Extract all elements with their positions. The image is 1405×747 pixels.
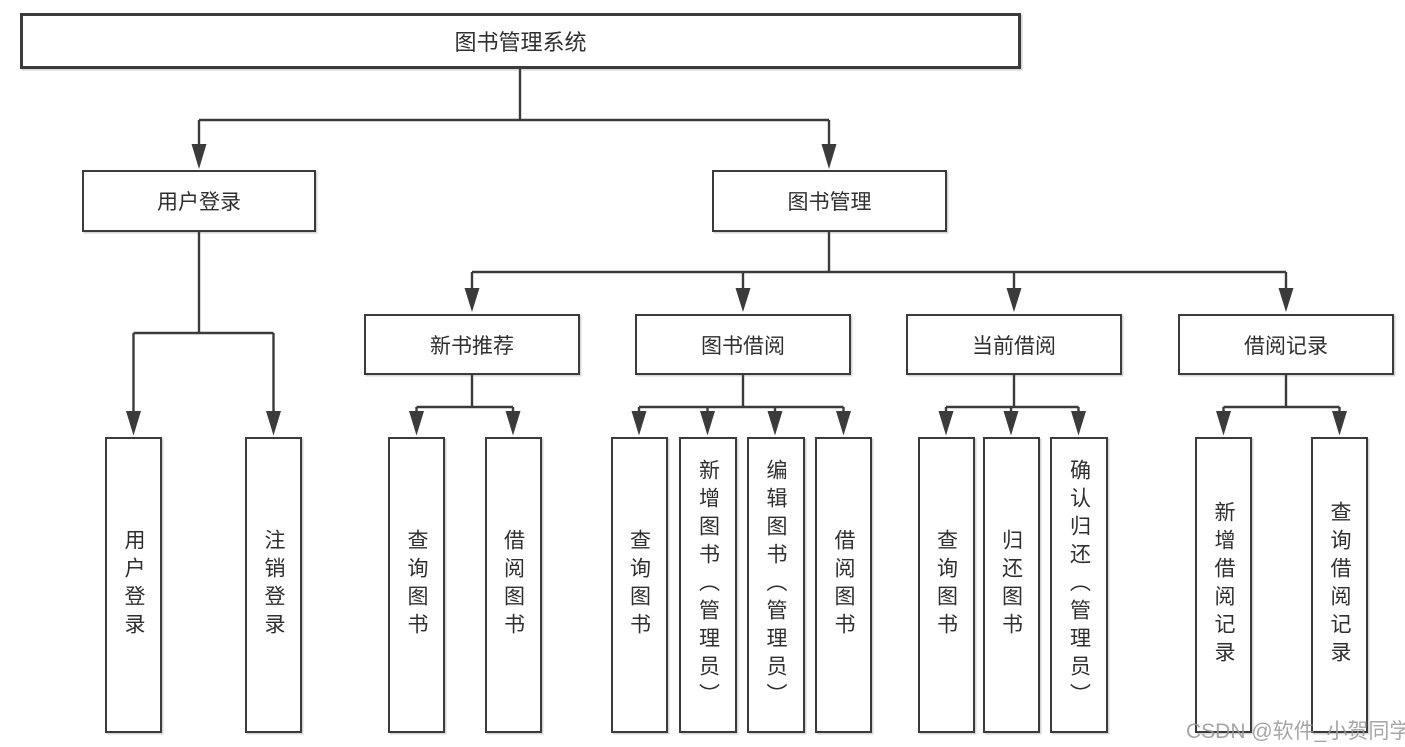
node-label: 用户登录 <box>157 191 241 214</box>
leaf-add-book-admin: 新增图书（管理员） <box>679 437 737 733</box>
watermark: CSDN @软件_小贺同学 <box>1186 720 1405 743</box>
leaf-query-books-borrowing: 查询图书 <box>610 437 668 733</box>
leaf-query-borrow-record: 查询借阅记录 <box>1311 437 1368 733</box>
node-borrowing-records: 借阅记录 <box>1178 314 1394 375</box>
connector-current-borrowing <box>944 375 1080 413</box>
node-label: 新增图书（管理员） <box>696 459 720 711</box>
node-library-management-system: 图书管理系统 <box>20 13 1021 69</box>
connector-book-management <box>470 232 1288 290</box>
node-label: 注销登录 <box>262 529 285 641</box>
connector-book-borrowing <box>637 375 845 413</box>
node-label: 新增借阅记录 <box>1212 501 1235 669</box>
leaf-query-books-current: 查询图书 <box>917 437 975 733</box>
node-label: 归还图书 <box>999 529 1023 641</box>
node-book-borrowing: 图书借阅 <box>635 314 851 375</box>
node-label: 查询图书 <box>405 529 428 641</box>
node-label: 查询图书 <box>934 529 958 641</box>
node-label: 借阅图书 <box>501 529 525 641</box>
connector-borrowing-records <box>1222 375 1341 413</box>
node-label: 确认归还（管理员） <box>1067 459 1091 711</box>
node-label: 用户登录 <box>122 529 145 641</box>
connector-user-login <box>132 232 275 412</box>
node-current-borrowing: 当前借阅 <box>906 314 1122 375</box>
leaf-confirm-return-admin: 确认归还（管理员） <box>1050 437 1108 733</box>
node-label: 图书管理 <box>787 191 872 214</box>
node-label: 新书推荐 <box>430 334 514 358</box>
node-book-management: 图书管理 <box>712 170 947 232</box>
node-label: 当前借阅 <box>972 334 1056 358</box>
leaf-query-books-recommend: 查询图书 <box>388 437 445 733</box>
connector-root <box>197 69 831 146</box>
leaf-user-login: 用户登录 <box>105 437 162 733</box>
node-label: 编辑图书（管理员） <box>764 459 787 711</box>
connector-new-book-recommendation <box>415 375 515 413</box>
node-label: 借阅记录 <box>1244 334 1328 358</box>
leaf-logout: 注销登录 <box>245 437 302 733</box>
leaf-return-book: 归还图书 <box>982 437 1040 733</box>
leaf-edit-book-admin: 编辑图书（管理员） <box>746 437 805 733</box>
node-label: 查询借阅记录 <box>1328 501 1351 669</box>
node-label: 图书管理系统 <box>454 30 587 55</box>
leaf-borrow-books: 借阅图书 <box>815 437 872 733</box>
node-user-login: 用户登录 <box>82 170 316 232</box>
node-label: 查询图书 <box>627 529 651 641</box>
leaf-add-borrow-record: 新增借阅记录 <box>1195 437 1252 733</box>
node-label: 借阅图书 <box>832 529 855 641</box>
node-new-book-recommendation: 新书推荐 <box>364 314 580 375</box>
leaf-borrow-books-recommend: 借阅图书 <box>484 437 542 733</box>
node-label: 图书借阅 <box>701 334 785 358</box>
